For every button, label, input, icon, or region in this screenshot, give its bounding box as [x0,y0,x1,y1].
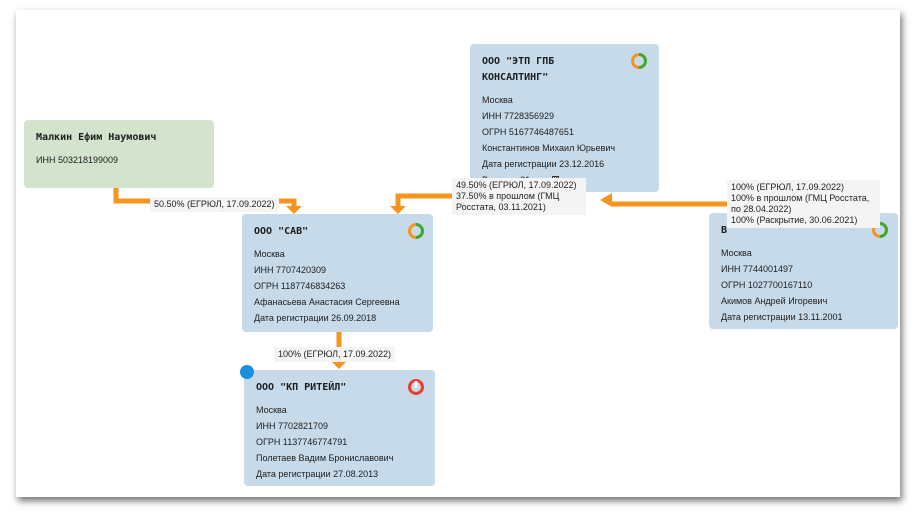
selected-node-marker[interactable] [240,365,254,379]
node-reg-date: Дата регистрации 27.08.2013 [256,469,379,479]
node-reg-date: Дата регистрации 26.09.2018 [254,313,377,323]
org-node-right[interactable]: В Москва ИНН 7744001497 ОГРН 10277001671… [709,213,898,329]
status-ok-icon [631,53,647,69]
edge-etp-sav [395,193,461,206]
status-ok-icon [872,222,888,238]
node-ogrn: ОГРН 1137746774791 [256,437,348,447]
node-ogrn: ОГРН 1187746834263 [254,281,346,291]
node-title: ООО "КП РИТЕЙЛ" [256,382,347,393]
node-head: Полетаев Вадим Брониславович [256,453,394,463]
node-reg-date: Дата регистрации 13.11.2001 [721,312,843,322]
node-title: ООО "САВ" [254,226,309,237]
edge-label-sav-kp: 100% (ЕГРЮЛ, 17.09.2022) [274,347,396,362]
node-head: Афанасьева Анастасия Сергеевна [254,297,400,307]
edge-sav-kp-arrow [332,362,346,369]
node-inn: ИНН 7744001497 [721,264,794,274]
node-city: Москва [254,249,285,259]
status-bad-icon [408,379,424,395]
graph-canvas[interactable]: Малкин Ефим Наумович ИНН 503218199009 ОО… [16,10,900,497]
node-head: Акимов Андрей Игоревич [721,296,828,306]
org-node-sav[interactable]: ООО "САВ" Москва ИНН 7707420309 ОГРН 118… [242,214,433,332]
edge-label-right-etp: 100% (ЕГРЮЛ, 17.09.2022) 100% в прошлом … [727,180,880,228]
edge-label-malkin-sav: 50.50% (ЕГРЮЛ, 17.09.2022) [150,197,279,212]
node-reg-date: Дата регистрации 23.12.2016 [482,159,605,169]
node-city: Москва [256,405,287,415]
edge-right-etp-arrow [600,193,612,207]
node-head: Константинов Михаил Юрьевич [482,143,616,153]
node-ogrn: ОГРН 5167746487651 [482,127,574,137]
node-inn: ИНН 7702821709 [256,421,329,431]
node-ogrn: ОГРН 1027700167110 [721,280,813,290]
org-node-kp-retail[interactable]: ООО "КП РИТЕЙЛ" Москва ИНН 7702821709 ОГ… [244,370,435,486]
org-node-etp-gpb[interactable]: ООО "ЭТП ГПБ КОНСАЛТИНГ" Москва ИНН 7728… [470,44,659,192]
node-city: Москва [482,95,513,105]
node-title: В [721,225,728,236]
node-city: Москва [721,248,752,258]
node-title: ООО "ЭТП ГПБ КОНСАЛТИНГ" [482,56,555,83]
edge-etp-sav-arrow [390,206,406,214]
node-inn: ИНН 503218199009 [36,155,119,165]
edge-label-etp-sav: 49.50% (ЕГРЮЛ, 17.09.2022) 37.50% в прош… [452,178,586,215]
node-title: Малкин Ефим Наумович [36,132,157,143]
edge-malkin-sav-arrow [286,206,302,214]
node-inn: ИНН 7728356929 [482,111,555,121]
person-node-malkin[interactable]: Малкин Ефим Наумович ИНН 503218199009 [24,120,214,188]
node-inn: ИНН 7707420309 [254,265,327,275]
status-ok-icon [408,223,424,239]
